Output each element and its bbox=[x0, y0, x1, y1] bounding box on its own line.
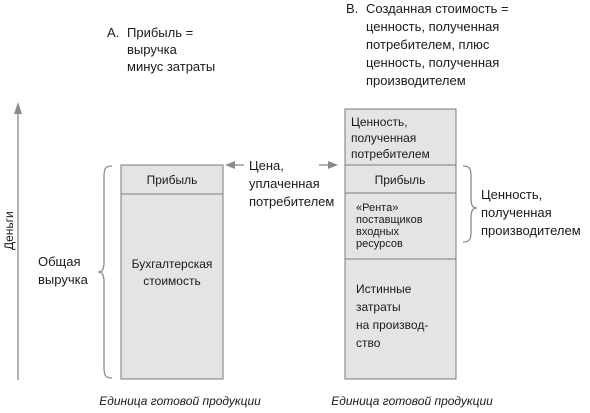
panel-a-line-2: выручка bbox=[127, 42, 178, 57]
total-revenue-line-1: Общая bbox=[38, 254, 81, 269]
price-left-arrow-icon bbox=[225, 161, 235, 169]
left-profit-label: Прибыль bbox=[147, 173, 198, 187]
money-axis-arrow-icon bbox=[14, 102, 22, 114]
consumer-value-line-1: Ценность, bbox=[351, 115, 408, 129]
price-paid-connector: Цена, уплаченная потребителем bbox=[225, 158, 338, 209]
money-axis-label: Деньги bbox=[2, 211, 16, 250]
consumer-value-line-3: потребителем bbox=[351, 147, 430, 161]
producer-value-brace: Ценность, полученная производителем bbox=[462, 165, 581, 243]
panel-b-line-3: потребителем, плюс bbox=[366, 37, 490, 52]
panel-b-marker: B. bbox=[346, 1, 358, 16]
left-column-caption: Единица готовой продукции bbox=[99, 394, 261, 408]
producer-value-line-3: производителем bbox=[481, 223, 581, 238]
supplier-rent-line-4: ресурсов bbox=[356, 238, 403, 250]
accounting-cost-line-2: стоимость bbox=[143, 274, 200, 288]
right-profit-label: Прибыль bbox=[375, 173, 426, 187]
price-line-3: потребителем bbox=[249, 194, 334, 209]
price-line-1: Цена, bbox=[249, 158, 284, 173]
right-column: Ценность, полученная потребителем Прибыл… bbox=[344, 108, 457, 380]
total-revenue-line-2: выручка bbox=[38, 272, 89, 287]
true-costs-line-3: на производ- bbox=[356, 318, 428, 332]
total-revenue-brace: Общая выручка bbox=[38, 165, 113, 379]
accounting-cost-line-1: Бухгалтерская bbox=[132, 257, 213, 271]
money-axis: Деньги bbox=[2, 102, 22, 380]
true-costs-line-2: затраты bbox=[356, 300, 401, 314]
producer-value-line-1: Ценность, bbox=[481, 187, 542, 202]
panel-a-marker: A. bbox=[107, 25, 119, 40]
price-right-arrow-icon bbox=[328, 161, 338, 169]
consumer-value-line-2: полученная bbox=[351, 131, 416, 145]
supplier-rent-line-3: входных bbox=[356, 226, 399, 238]
panel-b-line-2: ценность, полученная bbox=[366, 19, 499, 34]
left-column-box bbox=[120, 164, 224, 380]
true-costs-line-4: ство bbox=[356, 336, 381, 350]
left-column: Прибыль Бухгалтерская стоимость bbox=[120, 164, 224, 380]
producer-value-brace-icon bbox=[462, 165, 478, 243]
panel-b-line-4: ценность, полученная bbox=[366, 55, 499, 70]
panel-b-heading: B. Созданная стоимость = ценность, получ… bbox=[346, 1, 509, 88]
supplier-rent-line-2: поставщиков bbox=[356, 214, 423, 226]
panel-b-line-1: Созданная стоимость = bbox=[366, 1, 509, 16]
price-line-2: уплаченная bbox=[249, 176, 320, 191]
true-costs-line-1: Истинные bbox=[356, 282, 412, 296]
supplier-rent-line-1: «Рента» bbox=[356, 202, 398, 214]
right-column-caption: Единица готовой продукции bbox=[331, 394, 493, 408]
total-revenue-brace-icon bbox=[97, 165, 113, 379]
producer-value-line-2: полученная bbox=[481, 205, 552, 220]
right-column-box bbox=[344, 108, 457, 380]
panel-a-line-3: минус затраты bbox=[127, 59, 215, 74]
panel-a-line-1: Прибыль = bbox=[127, 25, 193, 40]
panel-a-heading: A. Прибыль = выручка минус затраты bbox=[107, 25, 215, 74]
panel-b-line-5: производителем bbox=[366, 73, 466, 88]
